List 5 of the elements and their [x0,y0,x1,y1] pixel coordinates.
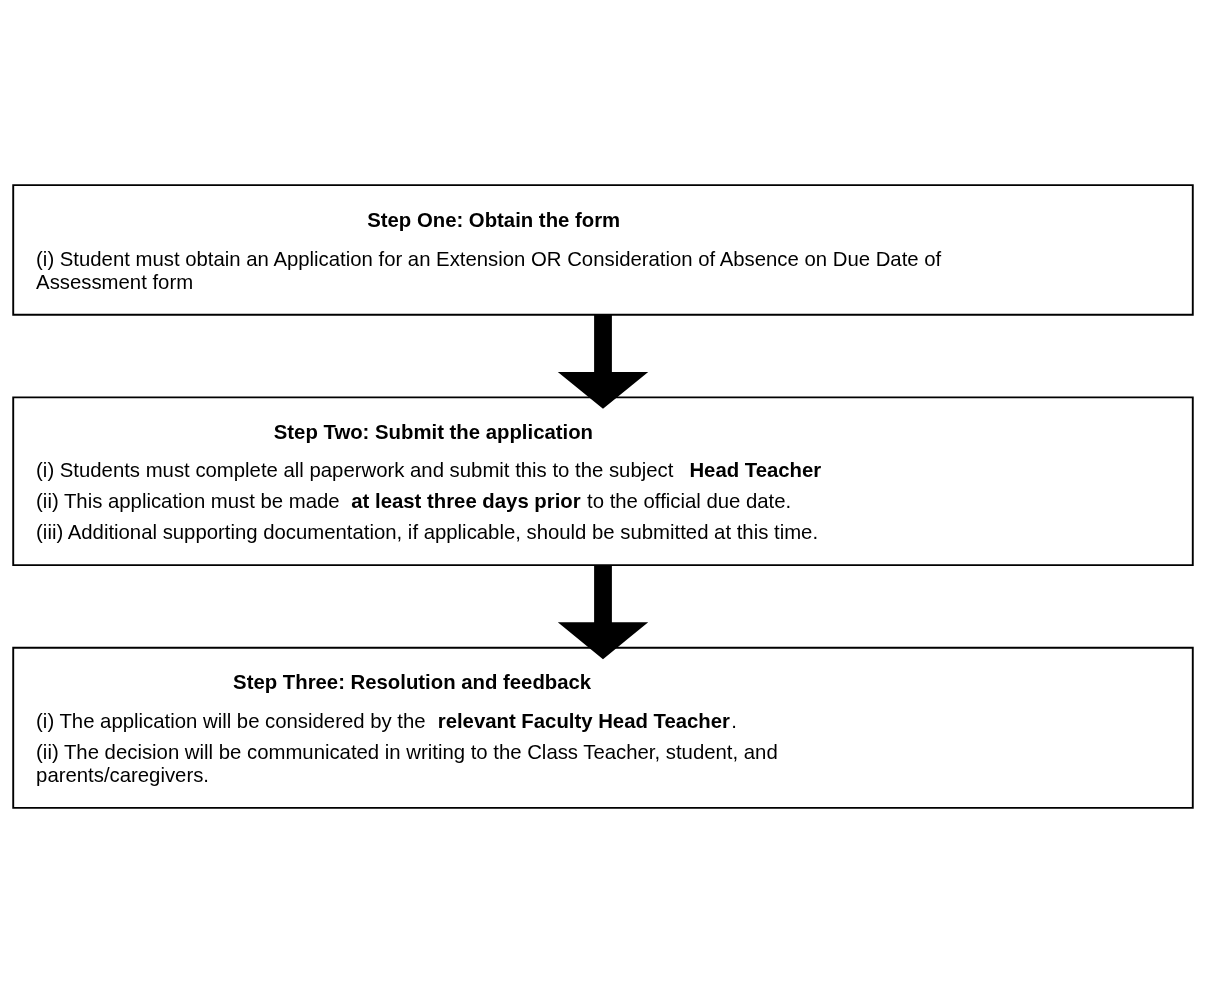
arrow [557,564,649,659]
arrow [557,314,649,409]
node-box: Step Two: Submit the application (i) Students must complete all paperwork and submit this to the subject Head Teacher (ii) This application must be made at least three days prior to the official due date. (iii) Additional supporting documentation, if applicable, should be submitted at this time. [12,395,1194,566]
node-box: Step One: Obtain the form (i) Student must obtain an Application for an Extension OR Consideration of Absence on Due Date of Assessment form [12,183,1194,316]
node-box: Step Three: Resolution and feedback (i) The application will be considered by the relevant Faculty Head Teacher. (ii) The decision will be communicated in writing to the Class Teacher, student, and parents/caregivers. [12,646,1194,809]
